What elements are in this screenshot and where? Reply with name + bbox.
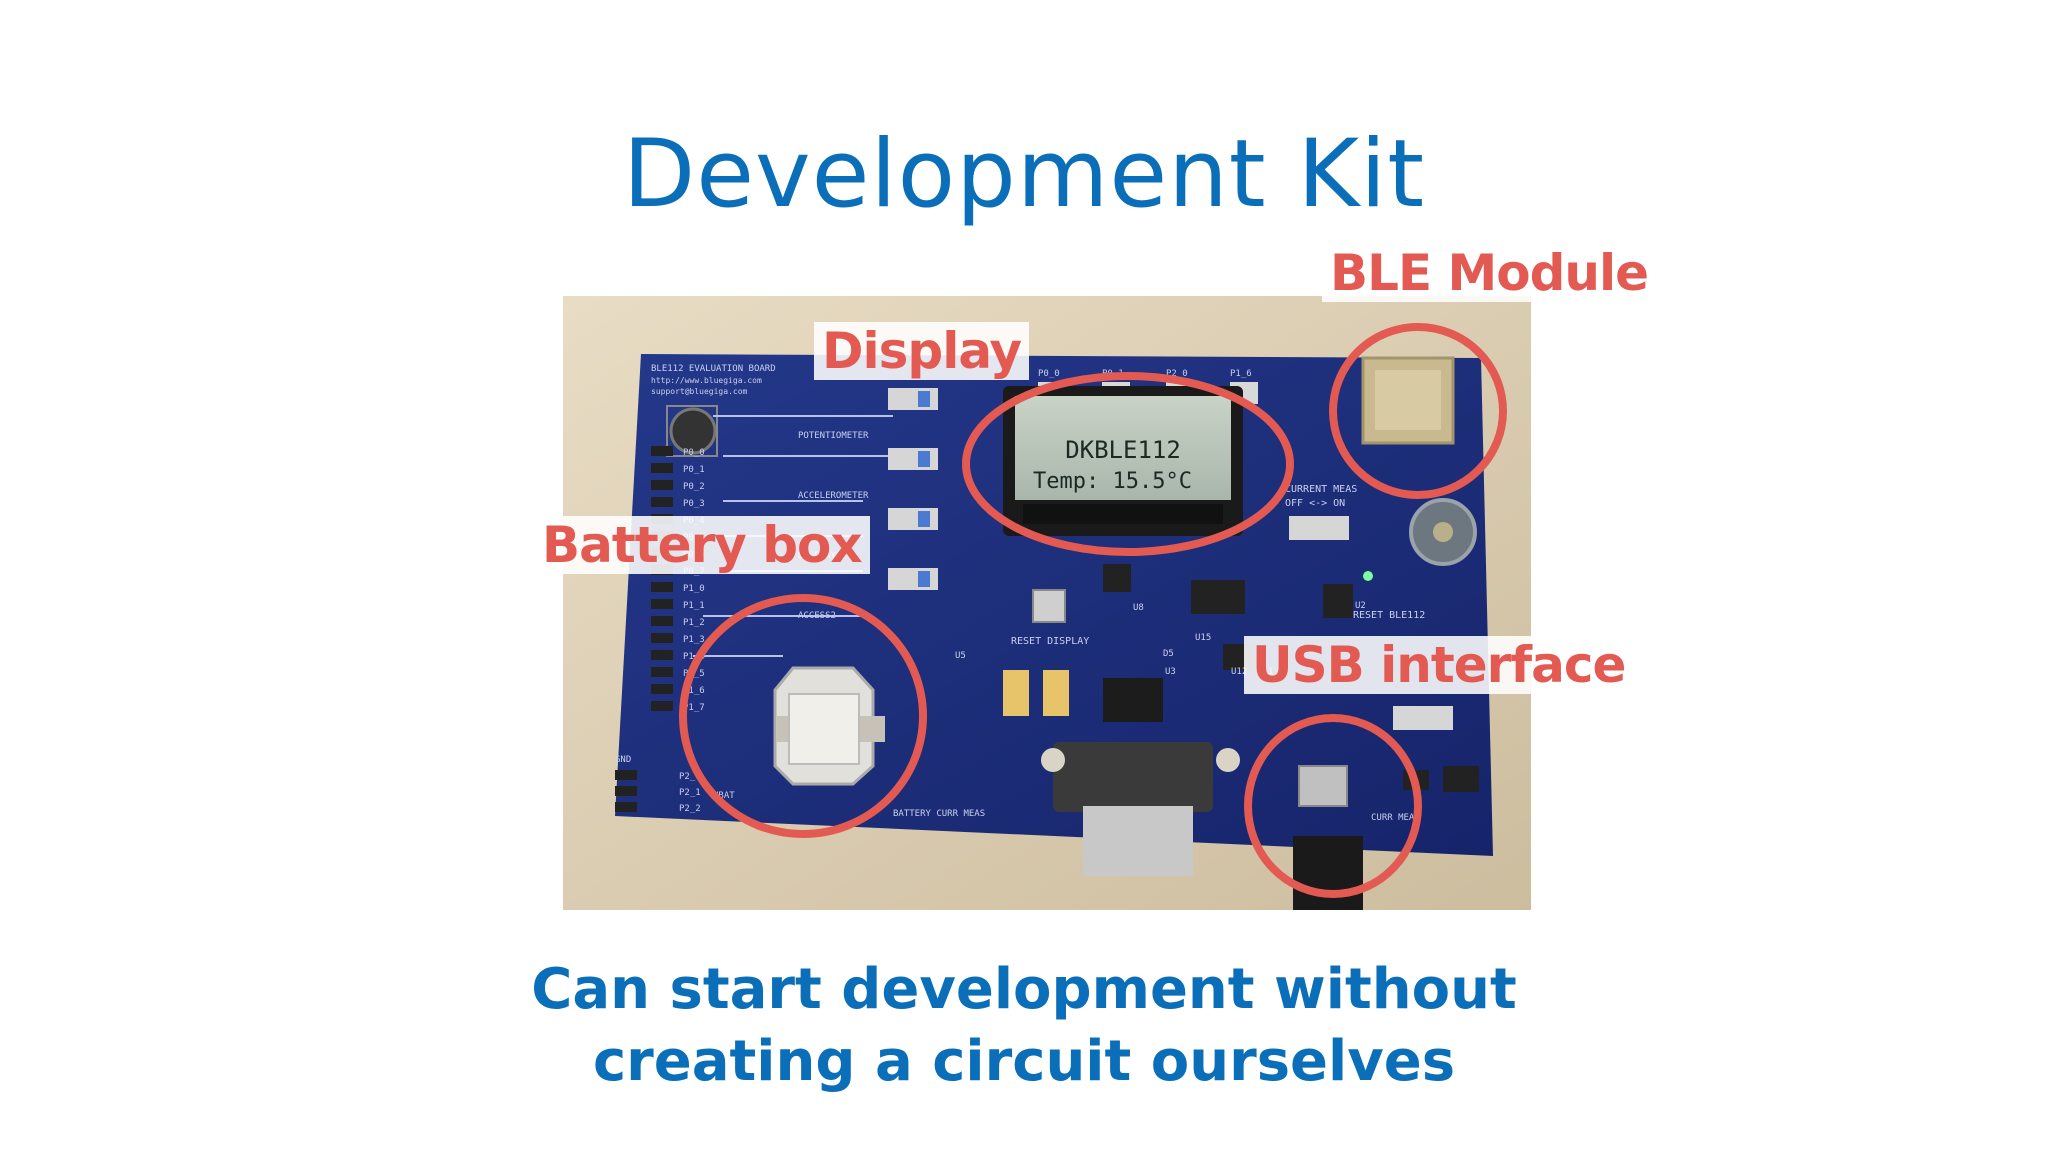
potentiometer: [669, 407, 717, 455]
silkscreen-url: http://www.bluegiga.com: [651, 376, 762, 385]
ic-u3: [1103, 678, 1163, 722]
label-ble-module: BLE Module: [1322, 244, 1657, 302]
lcd-screen: [1015, 396, 1231, 500]
header-pin: [651, 616, 673, 626]
pin-label: P1_0: [683, 584, 705, 594]
battery-holder: [773, 666, 885, 786]
lcd-connector: [1023, 504, 1223, 524]
header-pin: [651, 701, 673, 711]
ic-label: U15: [1195, 633, 1211, 643]
silkscreen-title: BLE112 EVALUATION BOARD: [651, 364, 776, 374]
pin-label: P1_3: [683, 635, 705, 645]
p2-labels: P2_0P2_1P2_2: [679, 772, 701, 814]
sma-connector-core: [1433, 522, 1453, 542]
switch-current-meas: [1289, 516, 1349, 540]
slide-switch-knob: [918, 451, 930, 467]
header-pin: [615, 802, 637, 812]
ble-module-shield: [1375, 370, 1441, 430]
p2-label: P2_2: [679, 804, 701, 814]
header-pin: [651, 650, 673, 660]
lcd-line-1: DKBLE112: [1065, 436, 1181, 464]
header-pin: [615, 786, 637, 796]
highlight-circle-display: [962, 372, 1294, 556]
header-pin: [651, 463, 673, 473]
label-reset-display: RESET DISPLAY: [1011, 636, 1089, 647]
silkscreen-email: support@bluegiga.com: [651, 387, 748, 396]
header-pin: [651, 667, 673, 677]
ic-u2: [1323, 584, 1353, 618]
header-pin: [651, 684, 673, 694]
pin-label: P0_2: [683, 482, 705, 492]
pin-label: P0_0: [683, 448, 705, 458]
potentiometer-frame: [666, 405, 718, 457]
ic-u8: [1103, 564, 1131, 592]
button-label: P0_0: [1038, 369, 1060, 379]
ic-label: U12: [1231, 667, 1247, 677]
slide-switch: [888, 508, 938, 530]
button-label: P2_0: [1166, 369, 1188, 379]
slide-switches: POTENTIOMETERACCELEROMETERDISPLAYACCESS2: [798, 388, 938, 621]
serial-connector: [1041, 742, 1240, 876]
label-vbat: VBAT: [713, 791, 735, 801]
label-battery-box: Battery box: [534, 516, 870, 574]
pin-label: P1_4: [683, 652, 705, 662]
pin-label: P0_3: [683, 499, 705, 509]
label-current-meas: CURRENT MEAS: [1285, 484, 1357, 495]
pin-label: P1_7: [683, 703, 705, 713]
ic-label: U8: [1133, 603, 1144, 613]
ic-label: U3: [1165, 667, 1176, 677]
switch-label: ACCESS2: [798, 611, 836, 621]
green-led: [1363, 571, 1373, 581]
slide-switch: [888, 568, 938, 590]
switch-label: ACCELEROMETER: [798, 491, 869, 501]
p2-label: P2_1: [679, 788, 701, 798]
highlight-circle-battery-box: [679, 594, 927, 838]
pin-label: P1_1: [683, 601, 705, 611]
switch-label: POTENTIOMETER: [798, 431, 869, 441]
label-battery-curr-meas: BATTERY CURR MEAS: [893, 809, 985, 819]
label-usb-curr-meas: CURR MEAS: [1371, 813, 1420, 823]
reset-display-button: [1032, 589, 1066, 623]
highlight-circle-usb: [1244, 714, 1422, 898]
header-pin: [651, 446, 673, 456]
header-pin: [615, 770, 637, 780]
capacitor-1: [1003, 670, 1029, 716]
slide-switch-knob: [918, 511, 930, 527]
ic-label: U2: [1355, 601, 1366, 611]
header-pin: [651, 497, 673, 507]
capacitor-2: [1043, 670, 1069, 716]
label-usb-interface: USB interface: [1244, 636, 1634, 694]
pin-label: P0_1: [683, 465, 705, 475]
switch-usb: [1393, 706, 1453, 730]
slide-switch: [888, 388, 938, 410]
slide-switch: [888, 448, 938, 470]
label-off-on: OFF <-> ON: [1285, 498, 1345, 509]
label-reset-ble: RESET BLE112: [1353, 610, 1425, 621]
highlight-circle-ble-module: [1329, 323, 1507, 499]
caption-line-2: creating a circuit ourselves: [592, 1029, 1456, 1094]
slide-caption: Can start development without creating a…: [0, 954, 2048, 1098]
header-pin: [651, 480, 673, 490]
slide-title: Development Kit: [622, 120, 1426, 229]
ic-u15: [1191, 580, 1245, 614]
header-pin: [651, 599, 673, 609]
pin-label: P1_6: [683, 686, 705, 696]
usb-connector: [1293, 765, 1363, 910]
caption-line-1: Can start development without: [531, 957, 1517, 1022]
lcd-line-2: Temp: 15.5°C: [1033, 469, 1192, 494]
dev-kit-photo: BLE112 EVALUATION BOARD http://www.blueg…: [563, 296, 1531, 910]
pin-label: P1_2: [683, 618, 705, 628]
ic-label: U5: [955, 651, 966, 661]
slide-switch-knob: [918, 571, 930, 587]
header-pin: [651, 633, 673, 643]
header-pin: [651, 582, 673, 592]
button-label: P1_6: [1230, 369, 1252, 379]
ic-label: D5: [1163, 649, 1174, 659]
label-gnd: GND: [615, 755, 631, 765]
p2-label: P2_0: [679, 772, 701, 782]
slide-switch-knob: [918, 391, 930, 407]
label-display: Display: [814, 322, 1030, 380]
